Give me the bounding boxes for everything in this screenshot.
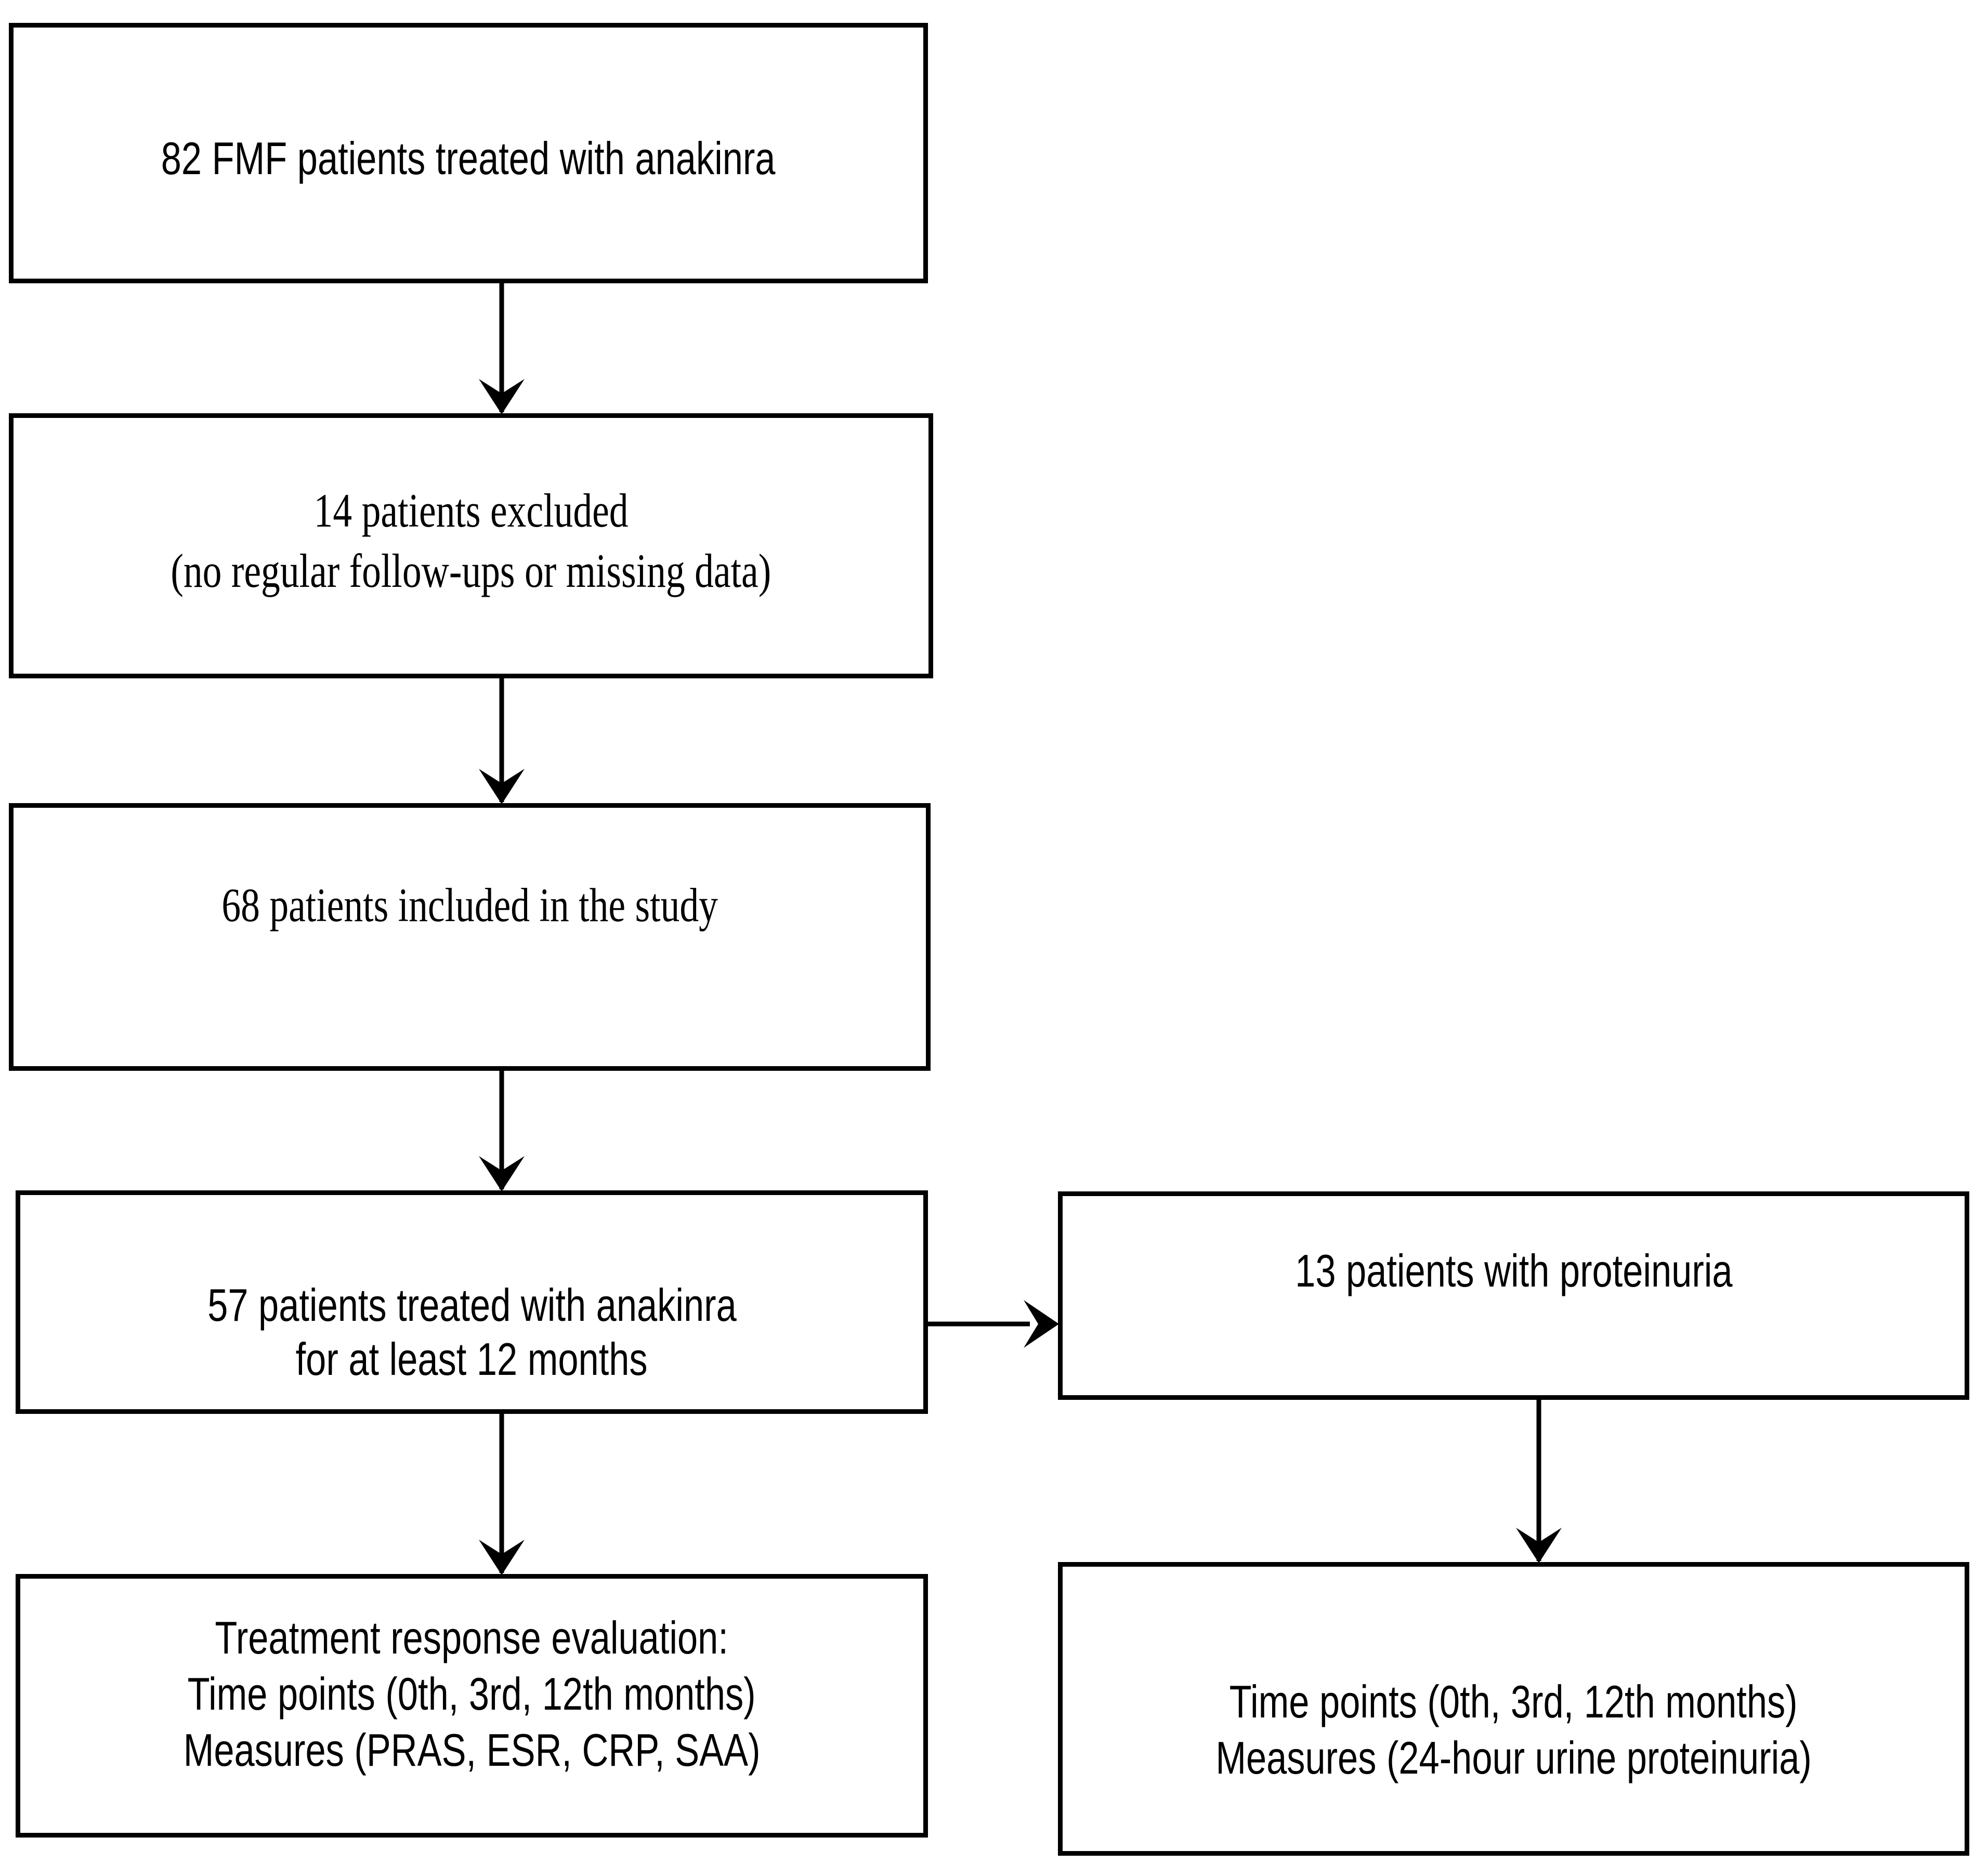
node-included-text: 68 patients included in the study [14, 808, 926, 934]
node-excluded-text: 14 patients excluded (no regular follow-… [14, 418, 928, 601]
node-proteinuria-patients: 13 patients with proteinuria [1058, 1191, 1969, 1400]
arrowhead-down-icon [1516, 1528, 1562, 1563]
node-excluded-line-1: 14 patients excluded [313, 484, 629, 537]
node-enrolled-text: 82 FMF patients treated with anakinra [14, 28, 923, 186]
arrowhead-down-icon [479, 379, 525, 414]
node-eval-right-line-1: Time points (0th, 3rd, 12th months) [1229, 1676, 1798, 1727]
node-treatment-response-evaluation: Treatment response evaluation: Time poin… [16, 1574, 928, 1838]
connector-proteinuria-to-eval-right [1516, 1400, 1562, 1563]
node-treated-12-months: 57 patients treated with anakinra for at… [16, 1190, 928, 1414]
node-treated-text: 57 patients treated with anakinra for at… [20, 1195, 923, 1386]
arrowhead-down-icon [479, 769, 525, 804]
node-included-patients: 68 patients included in the study [9, 803, 931, 1071]
node-treated-line-2: for at least 12 months [295, 1333, 648, 1385]
connector-treated-to-eval-left [479, 1414, 525, 1575]
node-eval-left-line-1: Treatment response evaluation: [215, 1612, 729, 1663]
node-eval-right-line-2: Measures (24-hour urine proteinuria) [1215, 1732, 1812, 1783]
node-included-line-1: 68 patients included in the study [221, 878, 718, 932]
connector-enrolled-to-excluded [479, 283, 525, 414]
connector-included-to-treated [479, 1071, 525, 1191]
connector-treated-to-proteinuria [928, 1300, 1059, 1348]
node-enrolled-patients: 82 FMF patients treated with anakinra [9, 23, 928, 283]
connector-excluded-to-included [479, 678, 525, 804]
node-enrolled-line-1: 82 FMF patients treated with anakinra [161, 133, 776, 184]
node-excluded-line-2: (no regular follow-ups or missing data) [171, 544, 771, 597]
node-excluded-patients: 14 patients excluded (no regular follow-… [9, 413, 933, 678]
node-eval-left-line-3: Measures (PRAS, ESR, CRP, SAA) [183, 1724, 761, 1776]
node-proteinuria-line-1: 13 patients with proteinuria [1294, 1245, 1733, 1296]
arrowhead-down-icon [479, 1156, 525, 1191]
node-eval-right-text: Time points (0th, 3rd, 12th months) Meas… [1063, 1567, 1965, 1786]
node-eval-left-line-2: Time points (0th, 3rd, 12th months) [187, 1668, 756, 1720]
node-eval-left-text: Treatment response evaluation: Time poin… [20, 1579, 923, 1778]
arrowhead-down-icon [479, 1540, 525, 1575]
arrowhead-right-icon [1024, 1300, 1059, 1348]
node-treated-line-1: 57 patients treated with anakinra [207, 1279, 737, 1331]
node-proteinuria-text: 13 patients with proteinuria [1063, 1196, 1965, 1298]
node-proteinuria-evaluation: Time points (0th, 3rd, 12th months) Meas… [1058, 1562, 1969, 1856]
